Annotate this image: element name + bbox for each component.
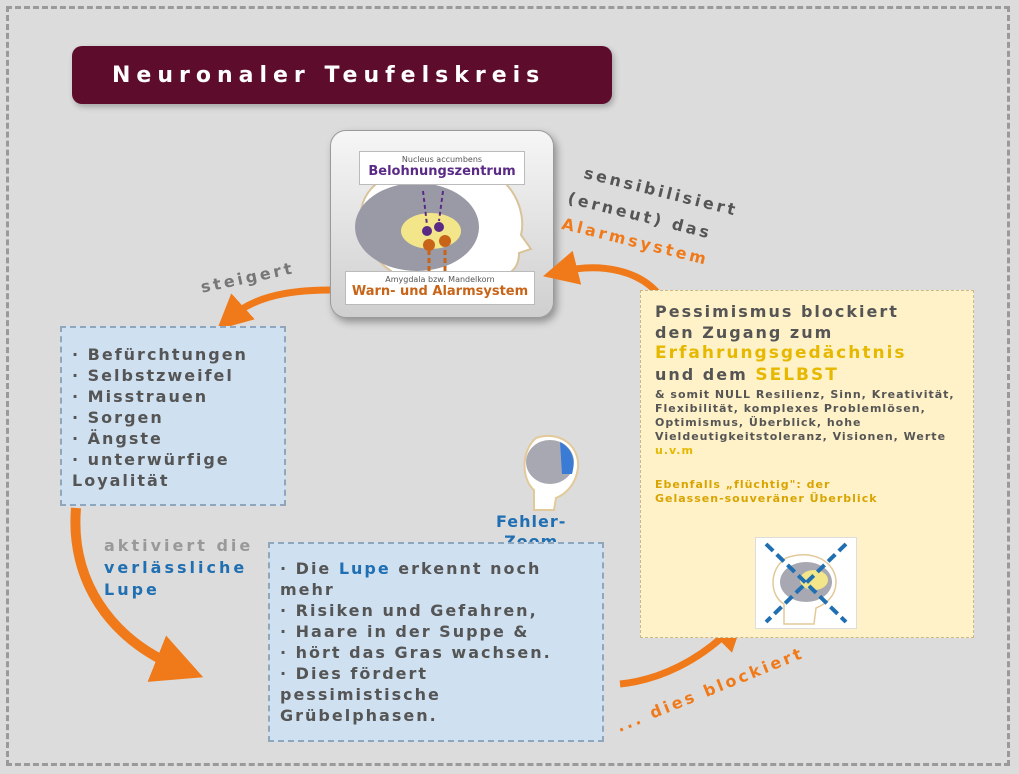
uvm-highlight: u.v.m bbox=[655, 444, 694, 457]
note-line1: Ebenfalls „flüchtig": der bbox=[655, 478, 831, 491]
pessimism-box: Pessimismus blockiert den Zugang zum Erf… bbox=[640, 290, 974, 638]
list-item: Risiken und Gefahren, bbox=[280, 600, 592, 621]
list-item: hört das Gras wachsen. bbox=[280, 642, 592, 663]
consequences-text: & somit NULL Resilienz, Sinn, Kreativitä… bbox=[655, 388, 959, 458]
page-title: Neuronaler Teufelskreis bbox=[72, 46, 612, 104]
pessimism-line4: und dem SELBST bbox=[655, 364, 959, 386]
list-item: Die Lupe erkennt noch mehr bbox=[280, 558, 592, 600]
fears-box: Befürchtungen Selbstzweifel Misstrauen S… bbox=[60, 326, 286, 506]
brain-illustration-box: Nucleus accumbens Belohnungszentrum Amyg… bbox=[330, 130, 554, 318]
item-text: erkennt noch mehr bbox=[280, 559, 542, 599]
reward-center-label: Nucleus accumbens Belohnungszentrum bbox=[359, 151, 525, 185]
fluechtig-note: Ebenfalls „flüchtig": der Gelassen-souve… bbox=[655, 478, 959, 506]
belohnungszentrum-text: Belohnungszentrum bbox=[368, 164, 516, 179]
alarm-system-label: Amygdala bzw. Mandelkorn Warn- und Alarm… bbox=[345, 271, 535, 305]
item-text: Die bbox=[295, 559, 339, 578]
head-zoom-icon bbox=[523, 435, 580, 511]
list-item: Haare in der Suppe & bbox=[280, 621, 592, 642]
list-item: unterwürfige Loyalität bbox=[72, 449, 274, 491]
lupe-highlight: Lupe bbox=[338, 559, 391, 578]
lupe-box: Die Lupe erkennt noch mehr Risiken und G… bbox=[268, 542, 604, 742]
dashed-frame bbox=[6, 6, 1010, 766]
crossed-brain-image bbox=[755, 537, 857, 629]
arrow-sensibilisiert bbox=[543, 250, 663, 299]
pessimism-line1: Pessimismus blockiert bbox=[655, 302, 899, 321]
list-item: Sorgen bbox=[72, 407, 274, 428]
nucleus-accumbens-text: Nucleus accumbens bbox=[401, 155, 483, 164]
arrow-blockiert bbox=[619, 615, 745, 688]
crossed-brain-icon bbox=[764, 542, 848, 625]
erfahrungsgedaechtnis-text: Erfahrungsgedächtnis bbox=[655, 343, 907, 363]
selbst-highlight: SELBST bbox=[755, 365, 839, 385]
label-verlaessliche: verlässliche bbox=[104, 558, 248, 577]
consequences-body: & somit NULL Resilienz, Sinn, Kreativitä… bbox=[655, 388, 955, 443]
arrow-steigert bbox=[216, 286, 331, 330]
list-item: Befürchtungen bbox=[72, 344, 274, 365]
note-line2: Gelassen-souveräner Überblick bbox=[655, 492, 878, 505]
warn-alarm-text: Warn- und Alarmsystem bbox=[351, 284, 529, 299]
list-item: Misstrauen bbox=[72, 386, 274, 407]
label-lupe: Lupe bbox=[104, 580, 160, 599]
list-item: Dies fördert pessimistische Grübelphasen… bbox=[280, 663, 592, 726]
und-dem-text: und dem bbox=[655, 365, 756, 384]
list-item: Selbstzweifel bbox=[72, 365, 274, 386]
label-aktiviert-die: aktiviert die bbox=[104, 536, 254, 555]
amygdala-text: Amygdala bzw. Mandelkorn bbox=[385, 275, 495, 284]
list-item: Ängste bbox=[72, 428, 274, 449]
pessimism-line2: den Zugang zum bbox=[655, 323, 834, 342]
fehler-line: Fehler- bbox=[496, 512, 567, 531]
arrow-aktiviert bbox=[70, 507, 204, 682]
